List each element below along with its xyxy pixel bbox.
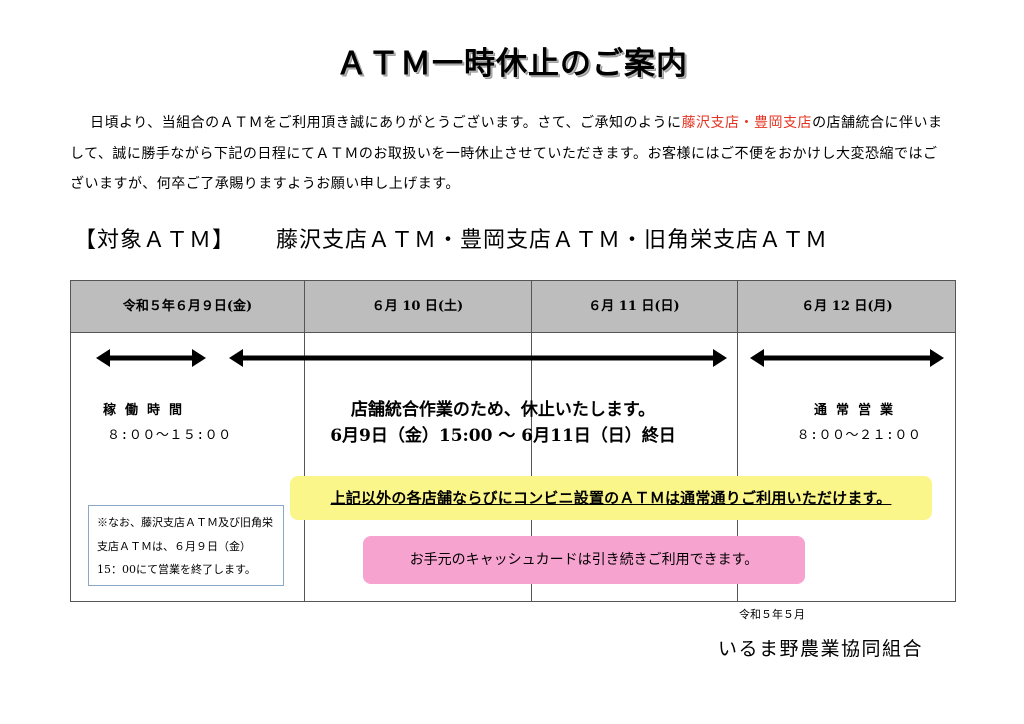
column-divider [531,281,532,601]
organization-name: いるま野農業協同組合 [718,638,924,660]
other-atm-availability-banner: 上記以外の各店舗ならびにコンビニ設置のＡＴＭは通常通りご利用いただけます。 [290,476,932,520]
double-arrow-icon [229,348,727,368]
normal-business-label: 通常営業 [813,403,902,418]
page-title: ＡＴＭ一時休止のご案内 [336,46,688,82]
intro-text-after: の店舗統合に伴いまして、誠に勝手ながら下記の日程にてＡＴＭのお取扱いを一時休止さ… [70,115,943,192]
intro-text-before: 日頃より、当組合のＡＴＭをご利用頂き誠にありがとうございます。さて、ご承知のよう… [90,115,682,131]
double-arrow-icon [96,348,206,368]
target-atm-line: 【対象ＡＴＭ】 藤沢支店ＡＴＭ・豊岡支店ＡＴＭ・旧角栄支店ＡＴＭ [74,222,974,254]
normal-business-time: ８:００～２１:００ [796,428,922,443]
target-atm-value: 藤沢支店ＡＴＭ・豊岡支店ＡＴＭ・旧角栄支店ＡＴＭ [276,228,829,253]
cash-card-notice-banner: お手元のキャッシュカードは引き続きご利用できます。 [363,536,805,584]
header-day-3: ６月 11 日(日) [588,299,680,314]
schedule-table: 令和５年６月９日(金) ６月 10 日(土) ６月 11 日(日) ６月 12 … [70,280,956,602]
header-day-1: 令和５年６月９日(金) [122,299,253,314]
operating-hours-time: ８:００～１５:００ [107,428,232,443]
intro-paragraph: 日頃より、当組合のＡＴＭをご利用頂き誠にありがとうございます。さて、ご承知のよう… [70,108,950,200]
operating-hours-label: 稼働時間 [103,403,192,418]
double-arrow-icon [750,348,944,368]
closure-note: ※なお、藤沢支店ＡＴＭ及び旧角栄支店ＡＴＭは、６月９日（金）15：00にて営業を… [88,505,284,586]
header-day-4: ６月 12 日(月) [801,299,893,314]
column-divider [304,281,305,601]
header-day-2: ６月 10 日(土) [371,299,464,314]
suspension-notice: 店舗統合作業のため、休止いたします。 [350,400,656,420]
suspension-period: 6月9日（金）15:00 ～ 6月11日（日）終日 [330,426,676,446]
column-divider [737,281,738,601]
schedule-header-row: 令和５年６月９日(金) ６月 10 日(土) ６月 11 日(日) ６月 12 … [71,281,955,333]
intro-highlight-branches: 藤沢支店・豊岡支店 [681,115,813,131]
issue-date: 令和５年５月 [739,608,805,621]
target-atm-label: 【対象ＡＴＭ】 [74,228,236,253]
